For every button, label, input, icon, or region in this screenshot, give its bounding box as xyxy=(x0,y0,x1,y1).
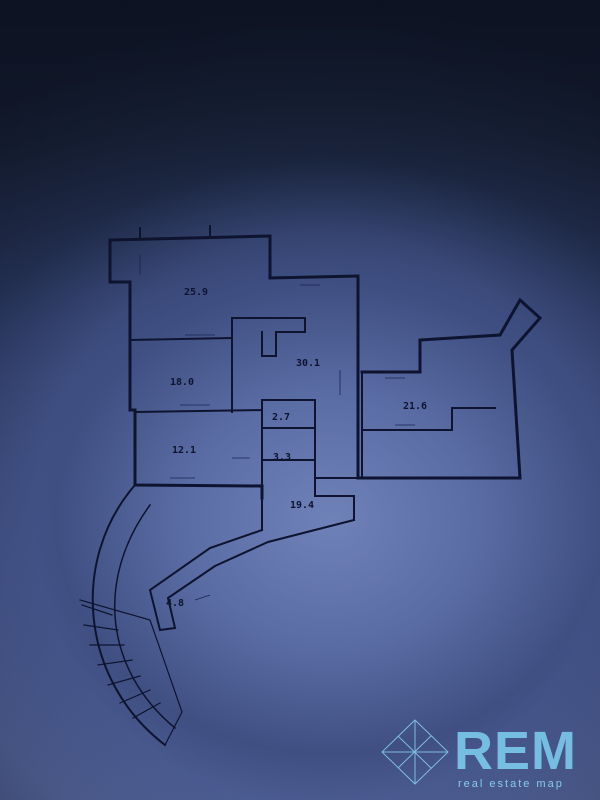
outer-wall xyxy=(108,234,543,480)
room-label-25-9: 25.9 xyxy=(184,287,208,298)
watermark-tagline: real estate map xyxy=(458,778,564,790)
watermark: REM real estate map xyxy=(378,718,593,796)
room-label-21-6: 21.6 xyxy=(403,401,427,412)
entry-stub xyxy=(139,225,211,239)
curved-balcony-inner xyxy=(114,503,177,730)
outer-wall-left xyxy=(108,238,264,500)
room-label-3-3: 3.3 xyxy=(273,452,291,463)
room-label-4-8: 4.8 xyxy=(166,598,184,609)
watermark-brand: REM xyxy=(454,721,577,781)
room-label-2-7: 2.7 xyxy=(272,412,290,423)
inner-walls xyxy=(128,317,496,531)
room-label-19-4: 19.4 xyxy=(290,500,314,511)
corridor-wall xyxy=(148,518,356,632)
room-label-30-1: 30.1 xyxy=(296,358,320,369)
room-label-12-1: 12.1 xyxy=(172,445,196,456)
room-label-18-0: 18.0 xyxy=(170,377,194,388)
